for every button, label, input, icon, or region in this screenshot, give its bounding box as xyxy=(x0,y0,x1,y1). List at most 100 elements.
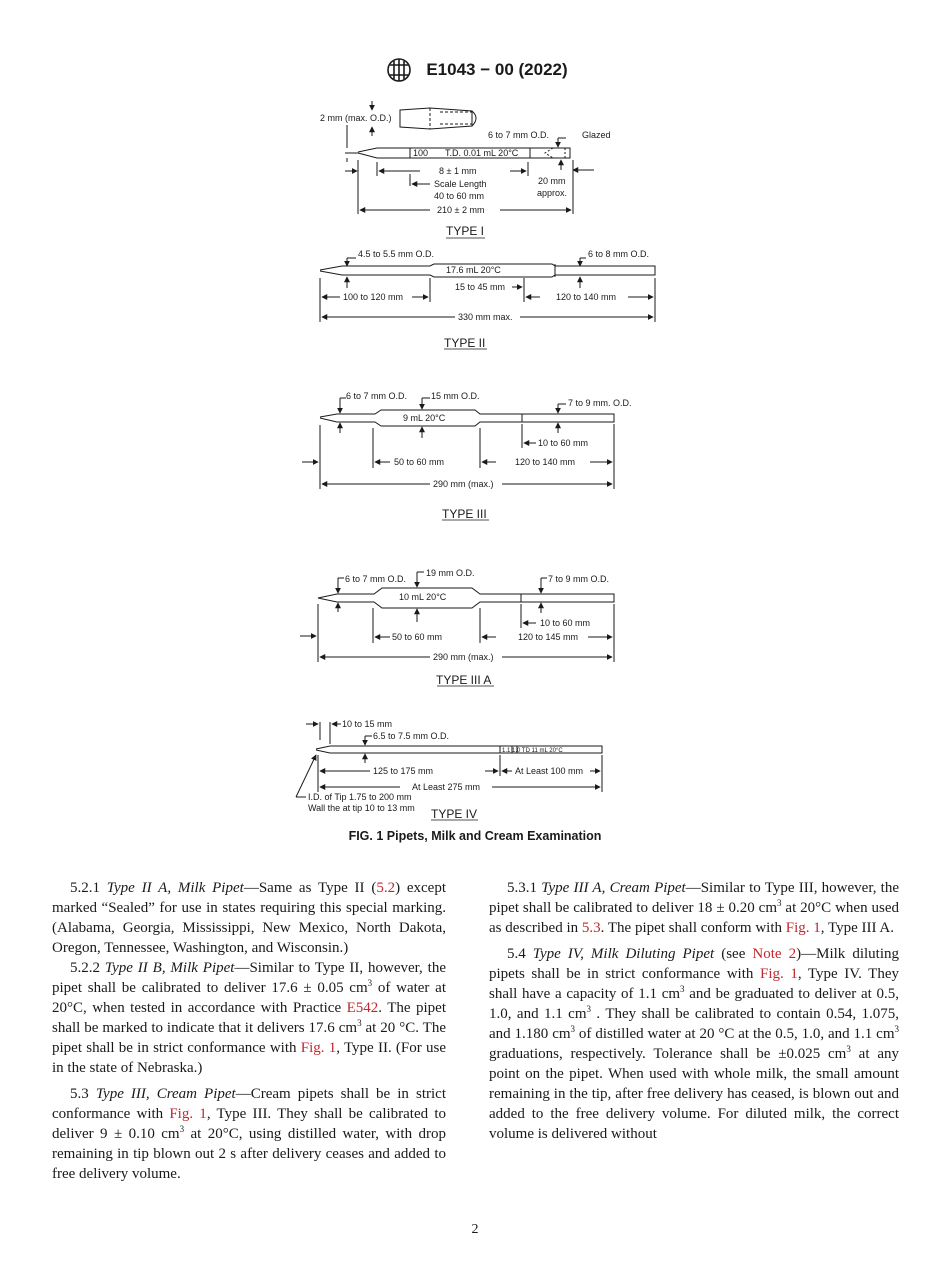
ref-link-fig1[interactable]: Fig. 1 xyxy=(785,920,821,936)
para-text: of distilled water at 20 °C at the 0.5, … xyxy=(575,1026,895,1042)
t2-volume: 17.6 mL 20°C xyxy=(446,265,501,275)
ref-link-fig1[interactable]: Fig. 1 xyxy=(169,1106,207,1122)
t3a-dim-120-145: 120 to 145 mm xyxy=(518,632,578,642)
ref-link-5-3[interactable]: 5.3 xyxy=(581,920,601,936)
t2-dim-15-45: 15 to 45 mm xyxy=(455,282,505,292)
ref-link-e542[interactable]: E542 xyxy=(346,1000,379,1016)
superscript: 3 xyxy=(846,1044,851,1054)
t1-dim-210: 210 ± 2 mm xyxy=(437,205,484,215)
ref-link-fig1[interactable]: Fig. 1 xyxy=(759,966,798,982)
para-text: ) except marked “Sealed” for use in stat… xyxy=(52,880,446,956)
t1-glazed: Glazed xyxy=(582,130,611,140)
section-title: Type II A, Milk Pipet xyxy=(106,880,244,896)
section-title: Type IV, Milk Diluting Pipet xyxy=(532,946,715,962)
t4-grad: 1.1 1.0 TD 11 mL 20°C xyxy=(502,748,563,754)
type2-pipet xyxy=(319,257,656,322)
superscript: 3 xyxy=(680,984,685,994)
type3a-pipet xyxy=(300,571,615,662)
ref-link-note2[interactable]: Note 2 xyxy=(752,946,797,962)
section-number: 5.3.1 xyxy=(507,880,537,896)
para-text: —Similar to Type II, however, the pipet … xyxy=(52,960,446,996)
t3-od-6-7: 6 to 7 mm O.D. xyxy=(346,391,407,401)
t3a-od-7-9: 7 to 9 mm O.D. xyxy=(548,574,609,584)
t1-scale-length: Scale Length xyxy=(434,179,487,189)
t3-volume: 9 mL 20°C xyxy=(403,413,446,423)
superscript: 3 xyxy=(179,1124,185,1134)
t4-dim-125-175: 125 to 175 mm xyxy=(373,766,433,776)
para-text: —Similar to Type III, however, the pipet… xyxy=(489,880,900,916)
t3-dim-50-60: 50 to 60 mm xyxy=(394,457,444,467)
para-text: , Type II. (For use in the state of Nebr… xyxy=(52,1040,446,1076)
t3a-dim-10-60: 10 to 60 mm xyxy=(540,618,590,628)
para-text: )—Milk diluting pipets shall be in stric… xyxy=(489,946,899,982)
para-5-2-2: 5.2.2 Type II B, Milk Pipet—Similar to T… xyxy=(52,958,446,1078)
t1-od-small: 2 mm (max. O.D.) xyxy=(320,113,392,123)
t1-scale-range: 40 to 60 mm xyxy=(434,191,484,201)
t2-dim-330: 330 mm max. xyxy=(458,312,513,322)
superscript: 3 xyxy=(777,898,782,908)
para-text: , Type III A. xyxy=(820,920,895,936)
t1-dim-8: 8 ± 1 mm xyxy=(439,166,476,176)
t3-label: TYPE III xyxy=(442,507,487,521)
t1-td: T.D. 0.01 mL 20°C xyxy=(445,148,519,158)
superscript: 3 xyxy=(586,1004,592,1014)
t3a-od-6-7: 6 to 7 mm O.D. xyxy=(345,574,406,584)
para-text: . They shall be calibrated to contain 0.… xyxy=(489,1006,900,1042)
ref-link-fig1[interactable]: Fig. 1 xyxy=(300,1040,337,1056)
t3-od-7-9: 7 to 9 mm. O.D. xyxy=(568,398,632,408)
para-5-2-1: 5.2.1 Type II A, Milk Pipet—Same as Type… xyxy=(52,878,446,958)
t4-dim-10-15: 10 to 15 mm xyxy=(342,719,392,729)
para-5-3: 5.3 Type III, Cream Pipet—Cream pipets s… xyxy=(52,1084,446,1184)
para-text: —Cream pipets shall be in strict conform… xyxy=(52,1086,446,1122)
t3-dim-10-60: 10 to 60 mm xyxy=(538,438,588,448)
t3-od-15: 15 mm O.D. xyxy=(431,391,480,401)
para-text: at 20°C when used as described in xyxy=(489,900,899,936)
t3a-dim-290: 290 mm (max.) xyxy=(433,652,494,662)
t2-dim-120-140: 120 to 140 mm xyxy=(556,292,616,302)
section-title: Type II B, Milk Pipet xyxy=(104,960,235,976)
standard-designation: E1043 − 00 (2022) xyxy=(426,60,568,79)
superscript: 3 xyxy=(367,978,373,988)
type1-pipet xyxy=(345,101,594,214)
page-header: E1043 − 00 (2022) xyxy=(0,57,950,83)
para-5-3-1: 5.3.1 Type III A, Cream Pipet—Similar to… xyxy=(489,878,899,938)
astm-logo xyxy=(387,58,412,82)
right-column: 5.3.1 Type III A, Cream Pipet—Similar to… xyxy=(489,878,899,1150)
ref-link-5-2[interactable]: 5.2 xyxy=(376,880,396,896)
para-text: . The pipet shall conform with xyxy=(600,920,786,936)
section-number: 5.4 xyxy=(507,946,526,962)
para-text: at 20 °C. The pipet shall be in strict c… xyxy=(52,1020,446,1056)
t2-od-left: 4.5 to 5.5 mm O.D. xyxy=(358,249,434,259)
para-text: , Type III. They shall be calibrated to … xyxy=(52,1106,446,1142)
t4-dim-275: At Least 275 mm xyxy=(412,782,480,792)
para-text: . The pipet shall be marked to indicate … xyxy=(52,1000,446,1036)
t1-dim-20: 20 mm xyxy=(538,176,566,186)
superscript: 3 xyxy=(357,1018,362,1028)
para-text: at any point on the pipet. When used wit… xyxy=(489,1046,899,1142)
para-text: —Same as Type II ( xyxy=(243,880,377,896)
para-text: (see xyxy=(714,946,753,962)
t2-dim-100-120: 100 to 120 mm xyxy=(343,292,403,302)
superscript: 3 xyxy=(570,1024,576,1034)
t3a-volume: 10 mL 20°C xyxy=(399,592,447,602)
t3-dim-290: 290 mm (max.) xyxy=(433,479,494,489)
superscript: 3 xyxy=(894,1024,900,1034)
t4-label: TYPE IV xyxy=(431,807,477,821)
type3-pipet xyxy=(302,397,615,489)
figure-caption: FIG. 1 Pipets, Milk and Cream Examinatio… xyxy=(348,829,602,843)
section-title: Type III A, Cream Pipet xyxy=(541,880,686,896)
t1-scale-100: 100 xyxy=(413,148,428,158)
t1-approx: approx. xyxy=(537,188,567,198)
para-text: , Type IV. They shall have a capacity of… xyxy=(489,966,900,1002)
type4-pipet xyxy=(295,721,603,798)
t4-wall: Wall the at tip 10 to 13 mm xyxy=(308,803,415,813)
para-text: graduations, respectively. Tolerance sha… xyxy=(489,1046,847,1062)
figure-1: 2 mm (max. O.D.) 6 to 7 mm O.D. Glazed 1… xyxy=(295,101,656,821)
section-number: 5.2.1 xyxy=(70,880,100,896)
para-text: and be graduated to deliver at 0.5, 1.0,… xyxy=(489,986,900,1022)
t3a-od-19: 19 mm O.D. xyxy=(426,568,475,578)
section-title: Type III, Cream Pipet xyxy=(95,1086,236,1102)
t3-dim-120-140: 120 to 140 mm xyxy=(515,457,575,467)
t1-label: TYPE I xyxy=(446,224,484,238)
section-number: 5.2.2 xyxy=(70,960,100,976)
